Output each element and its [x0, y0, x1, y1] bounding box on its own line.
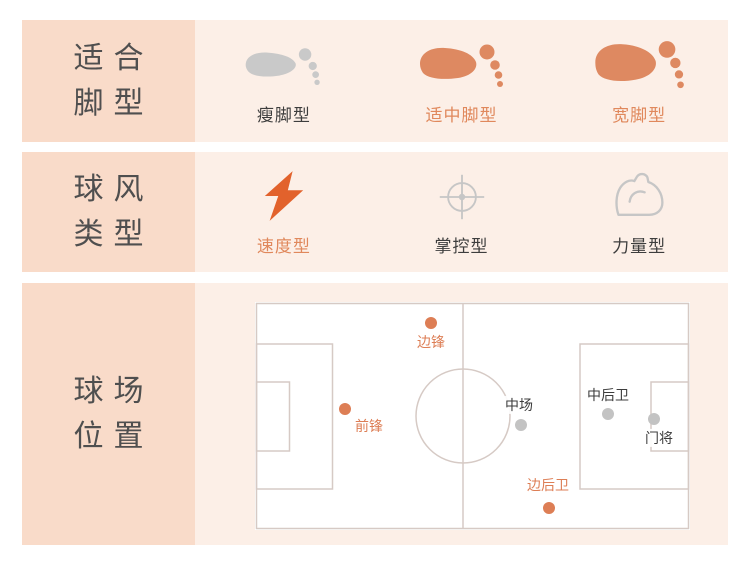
- play-style-items: 速度型 掌控型: [195, 152, 728, 272]
- section-label-line: 适合: [73, 42, 154, 75]
- foot-type-item-thin: 瘦脚型: [195, 37, 373, 126]
- play-style-label: 力量型: [612, 236, 667, 256]
- position-label-midfielder: 中场: [503, 395, 535, 415]
- foot-type-label: 宽脚型: [612, 105, 667, 125]
- play-style-item-power: 力量型: [550, 168, 728, 257]
- section-label-line: 类型: [73, 218, 154, 251]
- position-dot-full-back: [543, 502, 555, 514]
- position-dot-midfielder: [515, 419, 527, 431]
- pitch-lines-svg: [255, 302, 690, 530]
- section-label-line: 球场: [73, 375, 154, 408]
- play-style-label: 速度型: [256, 236, 311, 256]
- footprint-thin-icon: [238, 37, 330, 91]
- foot-type-item-medium: 适中脚型: [373, 37, 551, 126]
- section-play-style: 球风 类型 速度型: [22, 152, 728, 272]
- position-dot-winger: [425, 317, 437, 329]
- section-label-foot-type: 适合 脚型: [22, 20, 195, 142]
- muscle-icon: [610, 168, 668, 222]
- section-foot-type: 适合 脚型 瘦脚型: [22, 20, 728, 142]
- target-icon: [437, 168, 487, 222]
- footprint-medium-icon: [413, 37, 511, 91]
- section-label-line: 脚型: [73, 87, 154, 120]
- play-style-item-control: 掌控型: [373, 168, 551, 257]
- position-label-winger: 边锋: [415, 332, 447, 352]
- section-label-line: 位置: [73, 420, 154, 453]
- section-label-play-style: 球风 类型: [22, 152, 195, 272]
- football-pitch-diagram: 边锋 前锋 中场 中后卫 门将 边后卫: [255, 302, 690, 530]
- foot-type-item-wide: 宽脚型: [550, 37, 728, 126]
- position-label-center-back: 中后卫: [585, 385, 631, 405]
- position-dot-goalkeeper: [648, 413, 660, 425]
- position-label-forward: 前锋: [353, 416, 385, 436]
- position-label-full-back: 边后卫: [525, 475, 571, 495]
- play-style-label: 掌控型: [434, 236, 489, 256]
- position-label-goalkeeper: 门将: [643, 428, 675, 448]
- lightning-icon: [261, 168, 307, 222]
- foot-type-label: 瘦脚型: [256, 105, 311, 125]
- position-dot-center-back: [602, 408, 614, 420]
- footprint-wide-icon: [587, 37, 691, 91]
- play-style-item-speed: 速度型: [195, 168, 373, 257]
- positions-content: 边锋 前锋 中场 中后卫 门将 边后卫: [195, 283, 728, 545]
- section-label-positions: 球场 位置: [22, 283, 195, 545]
- foot-type-items: 瘦脚型 适中脚型: [195, 20, 728, 142]
- foot-type-label: 适中脚型: [425, 105, 498, 125]
- position-dot-forward: [339, 403, 351, 415]
- section-positions: 球场 位置 边锋: [22, 283, 728, 545]
- section-label-line: 球风: [73, 173, 154, 206]
